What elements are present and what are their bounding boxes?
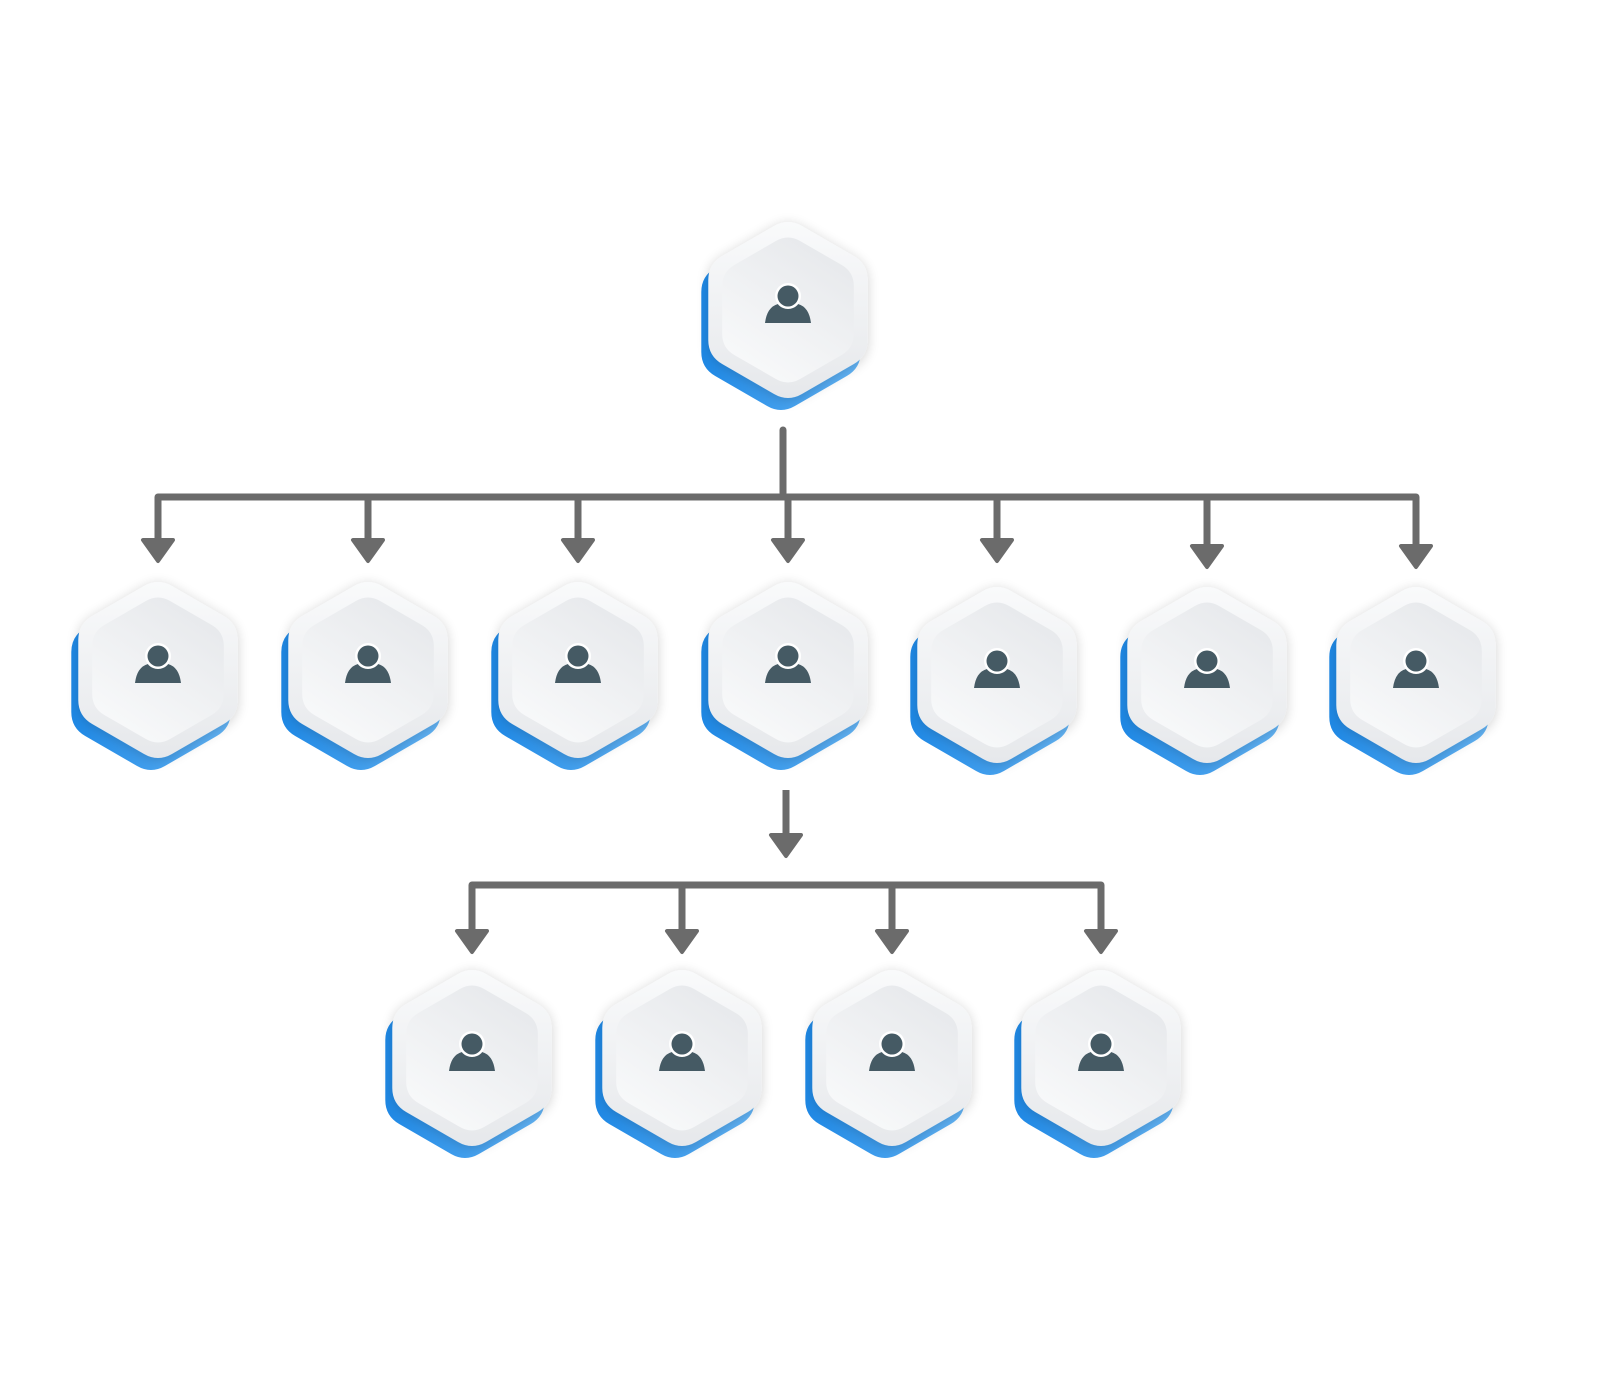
arrow-to-node-l2-7 <box>1399 497 1433 569</box>
arrow-to-node-l2-5 <box>980 497 1014 563</box>
org-node-l3-3[interactable] <box>805 970 972 1158</box>
arrow-from-node-l2-4 <box>769 790 803 858</box>
org-node-l2-5[interactable] <box>910 587 1077 775</box>
org-node-l2-7[interactable] <box>1329 587 1496 775</box>
person-icon <box>135 643 181 683</box>
arrow-to-node-l3-3 <box>875 885 909 954</box>
org-node-l3-4[interactable] <box>1014 970 1181 1158</box>
org-node-l2-1[interactable] <box>71 582 238 770</box>
node-layer <box>71 222 1496 1158</box>
person-icon <box>1078 1031 1124 1071</box>
person-icon <box>449 1031 495 1071</box>
org-node-l2-4[interactable] <box>701 582 868 770</box>
person-icon <box>765 643 811 683</box>
person-icon <box>345 643 391 683</box>
person-icon <box>659 1031 705 1071</box>
person-icon <box>555 643 601 683</box>
person-icon <box>869 1031 915 1071</box>
arrow-to-node-l2-6 <box>1190 497 1224 569</box>
person-icon <box>765 283 811 323</box>
arrow-to-node-l2-4 <box>771 497 805 563</box>
arrow-to-node-l2-3 <box>561 497 595 563</box>
person-icon <box>1184 648 1230 688</box>
org-node-l2-2[interactable] <box>281 582 448 770</box>
person-icon <box>974 648 1020 688</box>
org-node-l2-6[interactable] <box>1120 587 1287 775</box>
arrow-to-node-l3-4 <box>1084 885 1118 954</box>
arrow-to-node-l2-1 <box>141 497 175 563</box>
person-icon <box>1393 648 1439 688</box>
org-node-l2-3[interactable] <box>491 582 658 770</box>
connector-layer <box>141 426 1433 954</box>
arrow-to-node-l3-1 <box>455 885 489 954</box>
org-node-root[interactable] <box>701 222 868 410</box>
org-node-l3-2[interactable] <box>595 970 762 1158</box>
org-node-l3-1[interactable] <box>385 970 552 1158</box>
arrow-to-node-l2-2 <box>351 497 385 563</box>
arrow-to-node-l3-2 <box>665 885 699 954</box>
